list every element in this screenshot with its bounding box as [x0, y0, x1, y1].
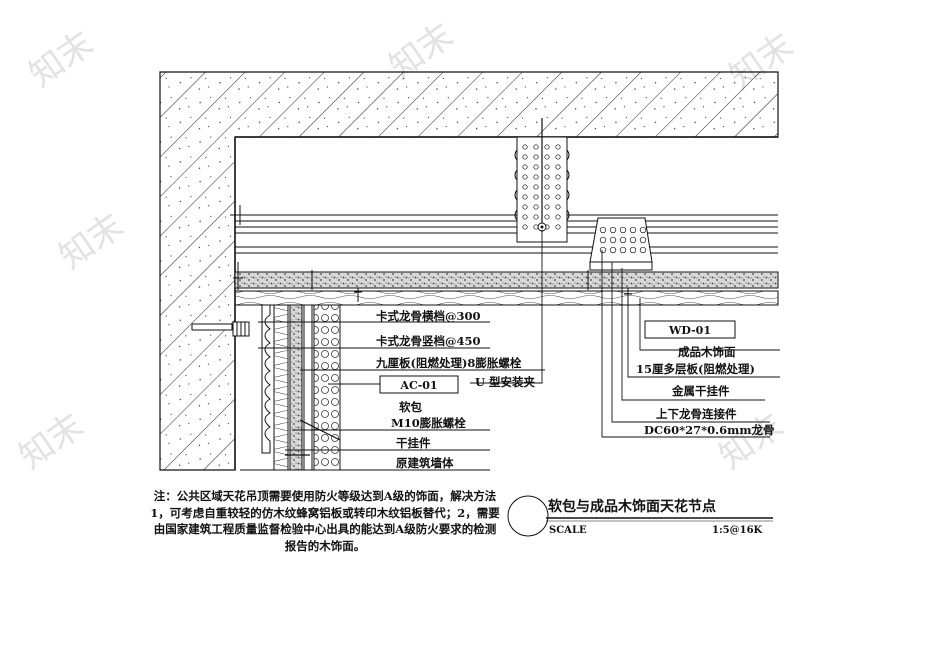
perforation-hole — [619, 236, 627, 244]
perforation-hole — [619, 246, 627, 254]
tag-ac01: AC-01 — [399, 379, 437, 392]
perforation-hole — [522, 154, 528, 160]
perforation-hole — [629, 246, 637, 254]
label-dry-hanger: 干挂件 — [396, 436, 431, 450]
tag-box-right — [644, 320, 736, 339]
watermark: 知末 — [12, 406, 91, 478]
perforation-hole — [544, 194, 550, 200]
perforation-hole — [609, 246, 617, 254]
label-u-clip: U 型安装夹 — [475, 375, 536, 389]
tag-box-left — [379, 375, 459, 394]
perforation-hole — [544, 144, 550, 150]
perforation-hole — [533, 174, 539, 180]
perforation-hole — [555, 154, 561, 160]
label-soft-pack: 软包 — [399, 400, 422, 414]
perforation-hole — [639, 226, 647, 234]
perforation-hole — [533, 154, 539, 160]
perforation-hole — [555, 174, 561, 180]
label-dc60-keel: DC60*27*0.6mm龙骨 — [644, 423, 775, 437]
multilayer-board — [234, 271, 779, 289]
perforation-hole — [522, 204, 528, 210]
perforation-hole — [619, 226, 627, 234]
drawing-title: 软包与成品木饰面天花节点 — [548, 498, 716, 515]
label-wood-veneer: 成品木饰面 — [678, 345, 736, 359]
perforation-hole — [544, 174, 550, 180]
label-original-wall: 原建筑墙体 — [396, 456, 454, 470]
perforation-hole — [533, 144, 539, 150]
label-card-keel-vertical: 卡式龙骨竖档@450 — [376, 334, 481, 348]
leader-lines — [240, 230, 780, 471]
wood-veneer-ceiling — [234, 290, 779, 306]
perforation-hole — [599, 246, 607, 254]
perforation-hole — [629, 226, 637, 234]
perforation-hole — [555, 144, 561, 150]
label-card-keel-horizontal: 卡式龙骨横档@300 — [376, 309, 481, 323]
perforation-hole — [599, 226, 607, 234]
scale-value: 1:5@16K — [712, 525, 763, 536]
label-plywood-bolt: 九厘板(阻燃处理)8膨胀螺栓 — [375, 356, 522, 370]
perforation-hole — [609, 226, 617, 234]
perforation-hole — [544, 214, 550, 220]
perforation-hole — [544, 204, 550, 210]
perforation-hole — [544, 154, 550, 160]
perforation-hole — [533, 214, 539, 220]
perforation-hole — [555, 214, 561, 220]
perforation-hole — [609, 236, 617, 244]
perforation-hole — [522, 214, 528, 220]
perforation-hole — [522, 174, 528, 180]
perforation-hole — [533, 184, 539, 190]
label-keel-connector: 上下龙骨连接件 — [656, 407, 737, 421]
tag-wd01: WD-01 — [668, 324, 711, 337]
wall-bracket — [191, 321, 250, 337]
scale-label: SCALE — [549, 525, 587, 536]
perforation-hole — [555, 204, 561, 210]
perforation-hole — [533, 204, 539, 210]
perforation-hole — [522, 164, 528, 170]
perforation-hole — [555, 224, 561, 230]
perforation-hole — [555, 184, 561, 190]
metal-hanging-clip — [589, 217, 653, 271]
label-m10-bolt: M10膨胀螺栓 — [391, 416, 466, 430]
wall-soft-pack-system — [261, 304, 341, 471]
perforation-hole — [522, 224, 528, 230]
watermark: 知末 — [52, 206, 131, 278]
detail-symbol-circle — [507, 495, 549, 537]
perforation-hole — [522, 144, 528, 150]
watermark: 知末 — [22, 24, 101, 96]
perforation-hole — [629, 236, 637, 244]
ceiling-bolts — [230, 205, 632, 305]
perforation-hole — [555, 164, 561, 170]
perforation-hole — [533, 164, 539, 170]
perforation-hole — [599, 236, 607, 244]
label-multilayer-board: 15厘多层板(阻燃处理) — [636, 362, 755, 376]
ceiling-keel-layers — [235, 214, 778, 254]
perforation-hole — [522, 184, 528, 190]
perforation-hole — [639, 236, 647, 244]
perforation-hole — [544, 184, 550, 190]
fire-rating-note: 注：公共区域天花吊顶需要使用防火等级达到A级的饰面，解决方法1，可考虑自重较轻的… — [150, 489, 500, 553]
perforation-hole — [555, 194, 561, 200]
label-metal-hanger: 金属干挂件 — [671, 384, 730, 398]
hanger-bracket — [514, 118, 570, 243]
perforation-hole — [639, 246, 647, 254]
perforation-hole — [533, 194, 539, 200]
title-block: 软包与成品木饰面天花节点 SCALE 1:5@16K — [507, 495, 773, 537]
perforation-hole — [522, 194, 528, 200]
perforation-hole — [544, 164, 550, 170]
